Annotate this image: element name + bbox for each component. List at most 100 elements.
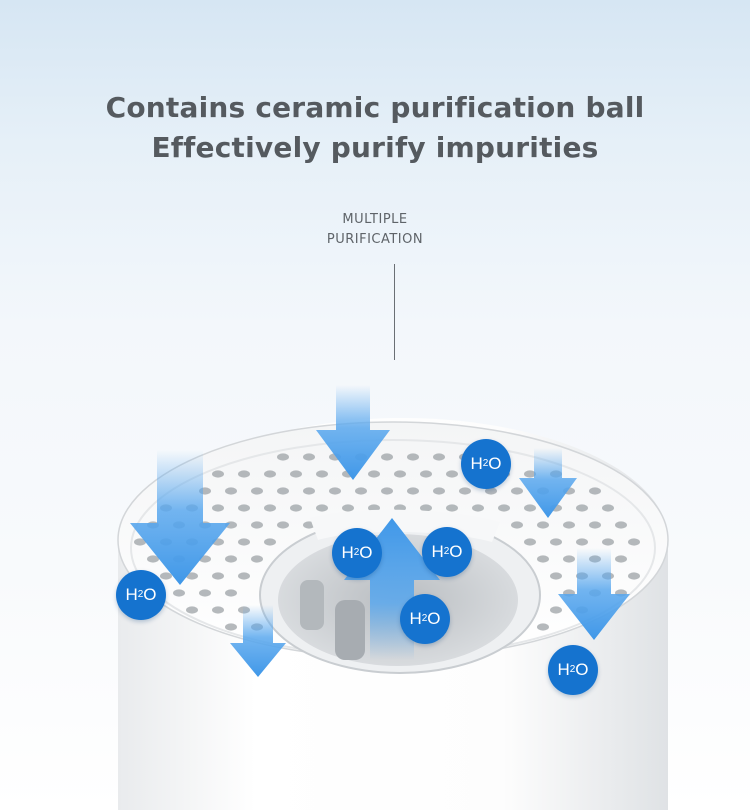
surface-hole: [511, 487, 523, 495]
badge-h: H: [557, 660, 570, 679]
surface-hole: [238, 572, 250, 580]
surface-hole: [511, 521, 523, 529]
badge-h: H: [125, 585, 138, 604]
badge-o: O: [143, 585, 157, 604]
surface-hole: [407, 453, 419, 461]
surface-hole: [342, 504, 354, 512]
surface-hole: [550, 538, 562, 546]
surface-hole: [186, 606, 198, 614]
surface-hole: [212, 606, 224, 614]
badge-h: H: [431, 542, 444, 561]
down-arrow-icon: [230, 605, 286, 677]
surface-hole: [615, 521, 627, 529]
surface-hole: [238, 470, 250, 478]
callout-line-2: PURIFICATION: [326, 232, 424, 247]
surface-hole: [264, 538, 276, 546]
surface-hole: [277, 521, 289, 529]
surface-hole: [134, 538, 146, 546]
surface-hole: [537, 623, 549, 631]
surface-hole: [459, 487, 471, 495]
surface-hole: [537, 555, 549, 563]
surface-hole: [485, 487, 497, 495]
surface-hole: [472, 504, 484, 512]
surface-hole: [225, 589, 237, 597]
surface-hole: [550, 606, 562, 614]
surface-hole: [563, 521, 575, 529]
surface-hole: [277, 453, 289, 461]
surface-hole: [602, 538, 614, 546]
badge-h: H: [470, 454, 483, 473]
surface-hole: [589, 487, 601, 495]
surface-hole: [615, 555, 627, 563]
surface-hole: [446, 470, 458, 478]
surface-hole: [225, 623, 237, 631]
surface-hole: [420, 470, 432, 478]
headline: Contains ceramic purification ball Effec…: [0, 88, 750, 168]
water-flow-arrows: [130, 385, 630, 677]
surface-hole: [303, 453, 315, 461]
surface-hole: [355, 487, 367, 495]
surface-hole: [628, 538, 640, 546]
badge-o: O: [427, 609, 441, 628]
surface-hole: [212, 572, 224, 580]
surface-hole: [498, 504, 510, 512]
surface-hole: [238, 538, 250, 546]
badge-o: O: [359, 543, 373, 562]
surface-hole: [446, 504, 458, 512]
surface-hole: [290, 504, 302, 512]
headline-line-1: Contains ceramic purification ball: [105, 91, 645, 124]
surface-hole: [524, 538, 536, 546]
badge-o: O: [488, 454, 502, 473]
surface-hole: [251, 555, 263, 563]
surface-hole: [589, 521, 601, 529]
surface-hole: [225, 555, 237, 563]
surface-hole: [147, 555, 159, 563]
surface-hole: [433, 453, 445, 461]
down-arrow-icon: [519, 448, 577, 518]
surface-hole: [329, 487, 341, 495]
badge-h: H: [341, 543, 354, 562]
surface-hole: [381, 453, 393, 461]
down-arrow-icon: [316, 385, 390, 480]
surface-hole: [212, 504, 224, 512]
surface-hole: [316, 470, 328, 478]
surface-hole: [199, 589, 211, 597]
surface-hole: [602, 504, 614, 512]
surface-hole: [277, 487, 289, 495]
surface-hole: [264, 504, 276, 512]
surface-hole: [628, 572, 640, 580]
down-arrow-icon: [130, 450, 230, 585]
surface-hole: [407, 487, 419, 495]
surface-hole: [212, 470, 224, 478]
surface-hole: [537, 521, 549, 529]
surface-hole: [381, 487, 393, 495]
badge-h: H: [409, 609, 422, 628]
surface-hole: [524, 470, 536, 478]
surface-hole: [368, 470, 380, 478]
surface-hole: [433, 487, 445, 495]
badge-o: O: [575, 660, 589, 679]
surface-hole: [173, 589, 185, 597]
surface-hole: [251, 521, 263, 529]
badge-o: O: [449, 542, 463, 561]
surface-hole: [238, 504, 250, 512]
down-arrow-icon: [558, 548, 630, 640]
surface-hole: [394, 470, 406, 478]
surface-hole: [563, 555, 575, 563]
surface-hole: [264, 470, 276, 478]
callout-line-1: MULTIPLE: [342, 212, 408, 227]
callout-caption: MULTIPLE PURIFICATION: [0, 210, 750, 250]
surface-hole: [576, 504, 588, 512]
surface-hole: [524, 504, 536, 512]
surface-hole: [576, 538, 588, 546]
surface-hole: [186, 572, 198, 580]
surface-hole: [316, 504, 328, 512]
surface-hole: [368, 504, 380, 512]
callout-leader-line: [394, 264, 395, 360]
